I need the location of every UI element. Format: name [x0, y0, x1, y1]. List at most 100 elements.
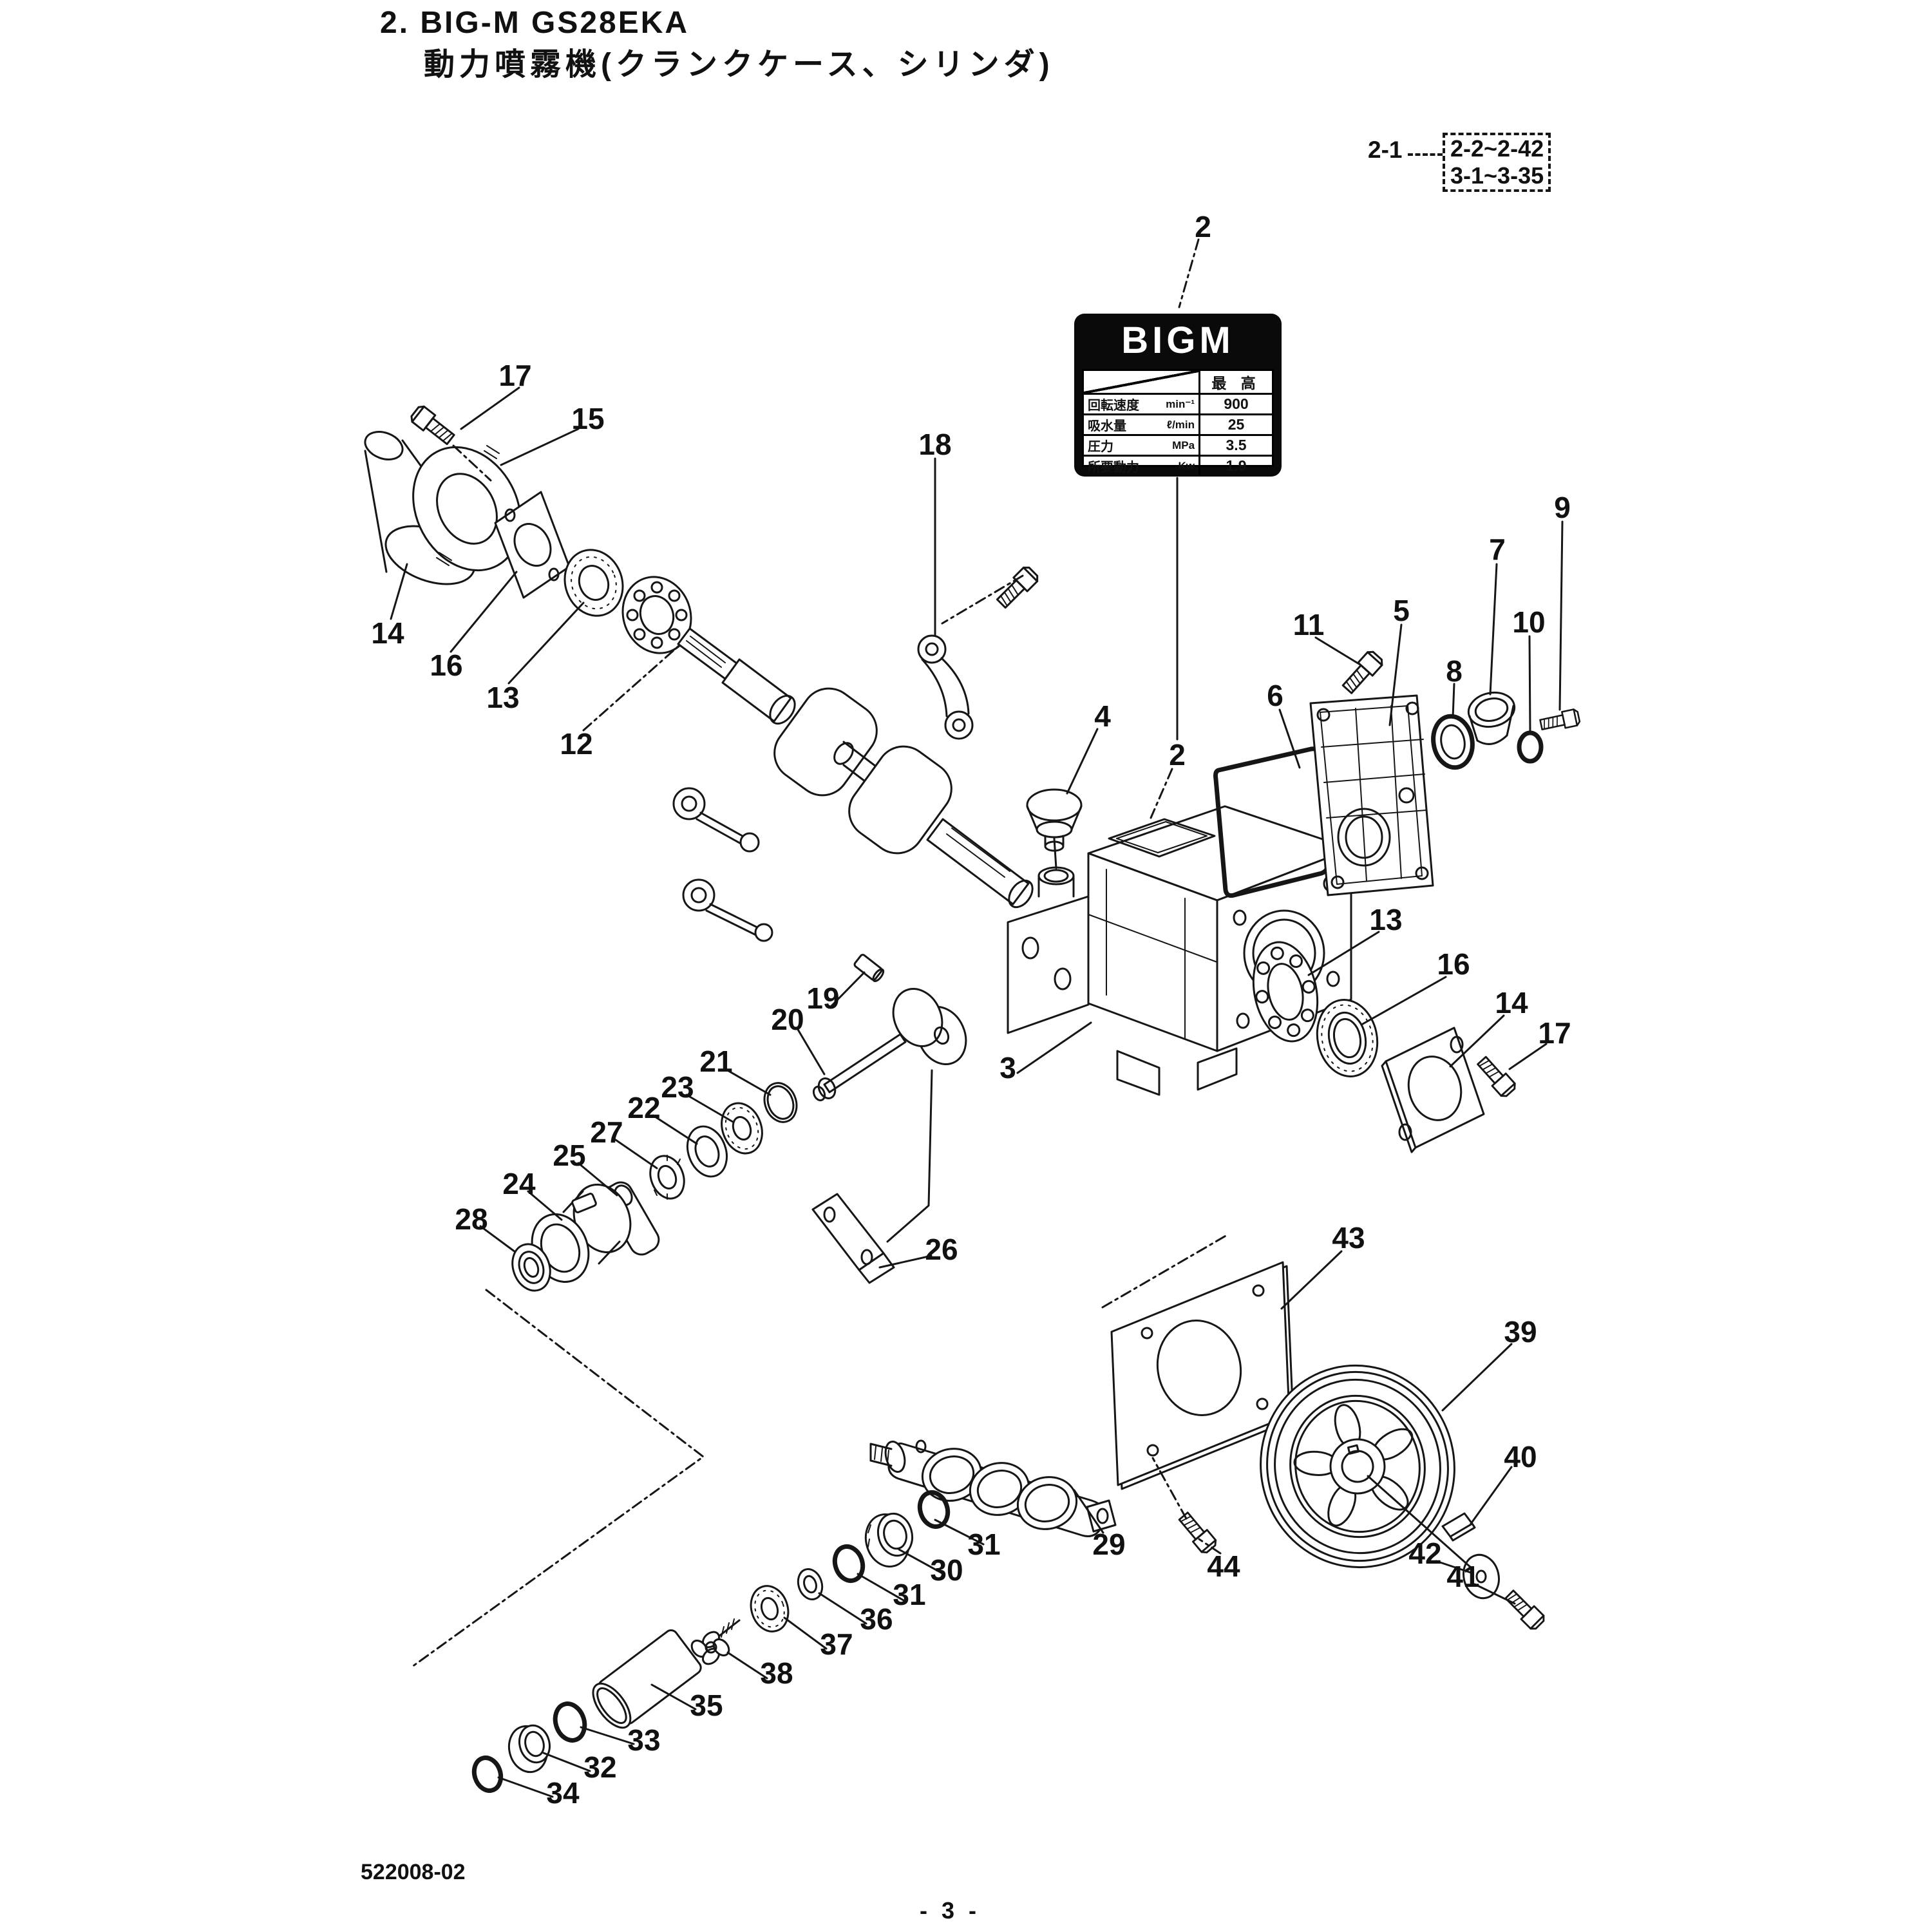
callout-5: 5 [1393, 594, 1410, 627]
callout-10: 10 [1512, 605, 1546, 639]
callout-17: 17 [1538, 1016, 1571, 1050]
callout-7: 7 [1489, 533, 1506, 566]
callout-41: 41 [1446, 1560, 1480, 1593]
page-subtitle: 動力噴霧機(クランクケース、シリンダ) [424, 48, 1054, 82]
part-oring-31b [832, 1544, 866, 1583]
callout-31: 31 [967, 1528, 1001, 1561]
spec-row-value: 3.5 [1226, 437, 1247, 453]
spec-row-unit: MPa [1172, 439, 1195, 451]
part-seat-37 [750, 1585, 790, 1633]
part-cylinder-head-29 [869, 1439, 1117, 1537]
spec-row: 回転速度 min⁻¹ 900 [1084, 393, 1272, 413]
part-gland-28 [511, 1243, 551, 1292]
construction-lines [411, 1234, 1228, 1668]
callout-31: 31 [893, 1578, 926, 1611]
callout-21: 21 [699, 1045, 733, 1078]
callout-16: 16 [1437, 947, 1470, 981]
callout-42: 42 [1408, 1537, 1442, 1570]
part-key-40 [1441, 1512, 1476, 1542]
spec-row-label: 所要動力 [1088, 460, 1139, 475]
part-seal-ring-8 [1431, 714, 1475, 770]
callout-37: 37 [820, 1627, 853, 1661]
callout-22: 22 [627, 1091, 661, 1124]
document-number: 522008-02 [361, 1860, 466, 1884]
ref-range-1: 2-2~2-42 [1450, 135, 1544, 162]
part-plug-7 [1467, 691, 1516, 745]
callout-30: 30 [930, 1553, 963, 1587]
spec-row: 圧力 MPa 3.5 [1084, 434, 1272, 455]
spec-row-unit: min⁻¹ [1166, 397, 1195, 410]
part-seal-16-right [1316, 999, 1379, 1077]
callout-11: 11 [1293, 608, 1325, 641]
brand-logo: BIGM [1121, 319, 1235, 361]
part-bearing-13-left-b [621, 576, 692, 654]
callout-12: 12 [560, 727, 593, 761]
callout-27: 27 [590, 1115, 623, 1149]
callout-15: 15 [571, 402, 605, 435]
callout-3: 3 [999, 1051, 1016, 1084]
callout-38: 38 [760, 1656, 793, 1690]
spec-row-value: 25 [1227, 416, 1245, 433]
spec-row-unit: Kw [1178, 459, 1195, 472]
callout-16: 16 [430, 649, 463, 682]
callout-36: 36 [860, 1602, 893, 1636]
callout-18: 18 [918, 428, 952, 461]
page-title: 2. BIG-M GS28EKA [380, 6, 690, 40]
callout-19: 19 [806, 981, 840, 1015]
part-crankshaft-12 [677, 627, 1034, 909]
part-plug-32 [507, 1724, 551, 1774]
ref-range-box: 2-2~2-42 3-1~3-35 [1443, 133, 1551, 192]
part-wheel-39 [1260, 1364, 1455, 1569]
spec-row-label: 回転速度 [1088, 399, 1139, 413]
callout-14: 14 [371, 616, 404, 650]
callout-26: 26 [925, 1233, 958, 1266]
part-plug-30 [864, 1512, 914, 1568]
page-number: - 3 - [920, 1897, 981, 1924]
callout-34: 34 [546, 1776, 580, 1810]
callout-14: 14 [1495, 986, 1528, 1019]
spec-row-label: 圧力 [1088, 440, 1113, 454]
callout-39: 39 [1504, 1315, 1537, 1349]
callout-13: 13 [486, 681, 520, 714]
part-seal-27 [649, 1155, 685, 1200]
part-side-cover-5 [1309, 694, 1434, 896]
part-plate-43 [1110, 1261, 1294, 1490]
part-oring-33 [553, 1701, 587, 1743]
spec-header-row: 最 高 [1084, 371, 1272, 393]
part-bearing-23 [721, 1102, 763, 1155]
part-crankcase-body-2 [1007, 805, 1352, 1096]
part-connecting-rods [672, 787, 773, 942]
part-oring-21 [763, 1082, 798, 1123]
callout-9: 9 [1554, 491, 1571, 524]
callout-35: 35 [690, 1689, 723, 1722]
leader-lines [390, 238, 1564, 1798]
part-oring-31a [917, 1490, 951, 1529]
spec-row-value: 900 [1224, 395, 1249, 412]
part-washer-22 [687, 1125, 728, 1178]
part-bearing-13-right [1252, 941, 1319, 1043]
callout-44: 44 [1207, 1549, 1240, 1583]
ref-range-2: 3-1~3-35 [1450, 162, 1544, 189]
part-bearing-13-left-a [564, 549, 624, 617]
callout-8: 8 [1446, 654, 1463, 688]
callout-24: 24 [502, 1167, 536, 1200]
part-flange-15 [412, 445, 522, 572]
part-oil-cap-4 [1026, 788, 1083, 852]
callout-29: 29 [1092, 1528, 1126, 1561]
callout-17: 17 [498, 359, 532, 392]
spec-row-label: 吸水量 [1088, 419, 1126, 433]
callout-6: 6 [1267, 679, 1283, 712]
callout-43: 43 [1332, 1221, 1365, 1255]
part-washer-36 [797, 1568, 824, 1600]
callout-33: 33 [627, 1723, 661, 1757]
spec-col-header: 最 高 [1211, 375, 1261, 392]
callout-13: 13 [1369, 903, 1403, 936]
callout-2: 2 [1195, 210, 1211, 243]
ref-parent-section: 2-1 [1368, 137, 1403, 163]
